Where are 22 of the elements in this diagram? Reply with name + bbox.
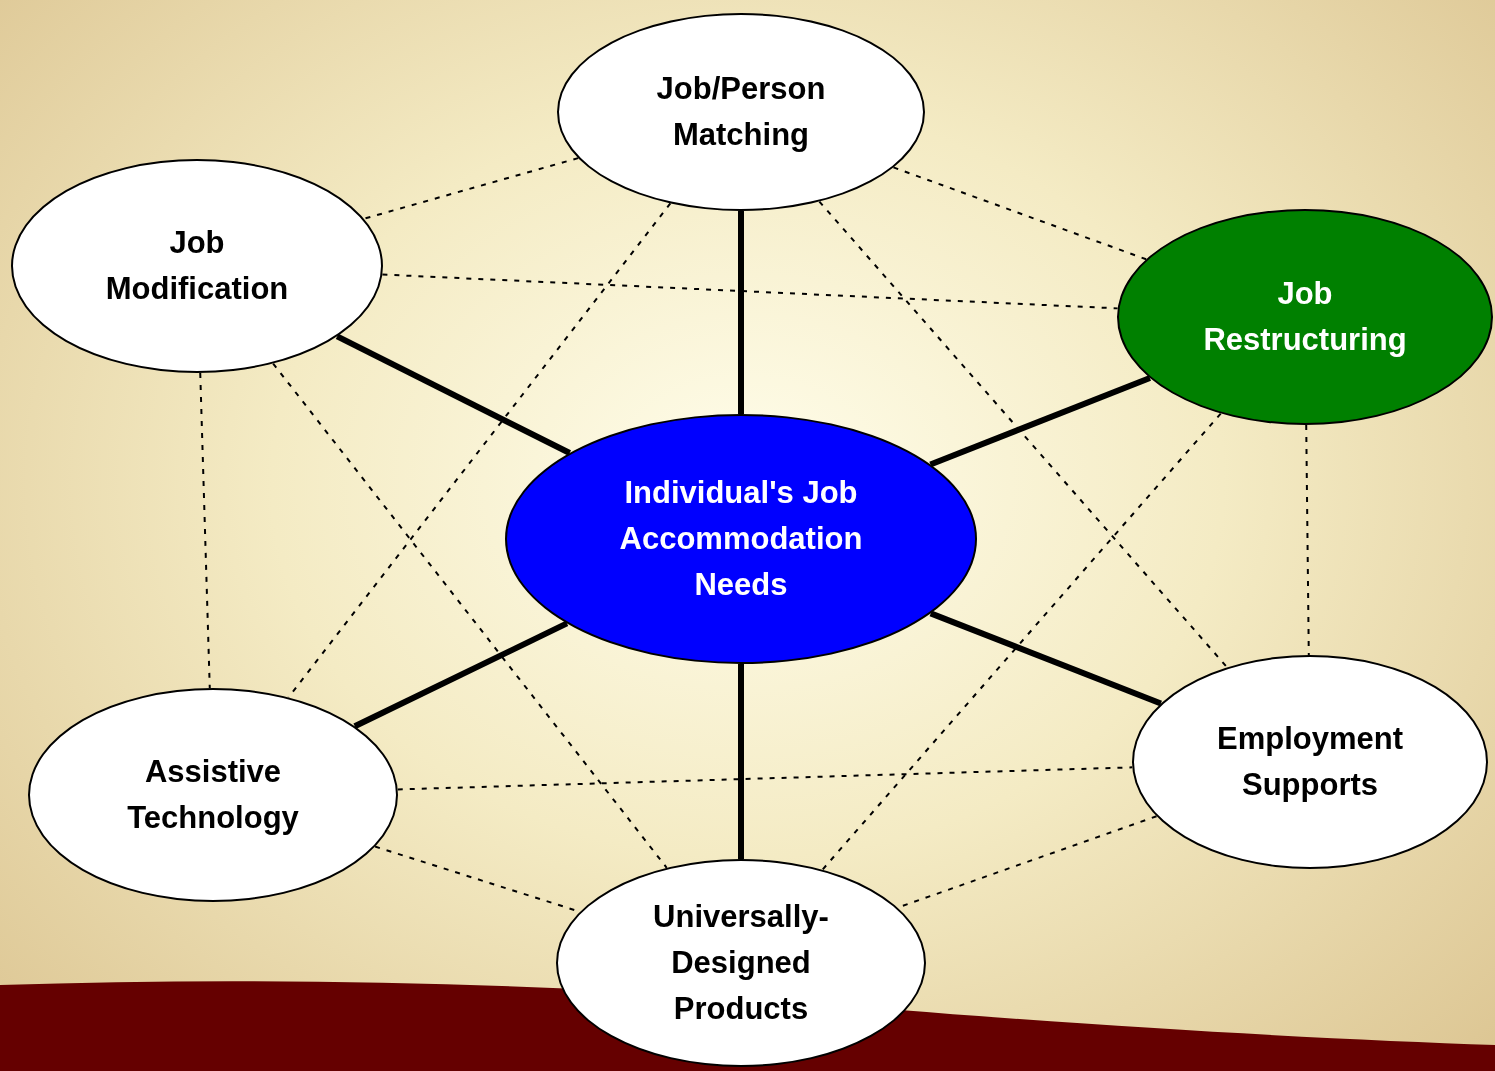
connector-line [335, 333, 572, 456]
dotted-line [892, 166, 1148, 261]
node-label: Employment Supports [1216, 720, 1404, 804]
dotted-line [818, 200, 1229, 669]
dotted-line [396, 766, 1134, 791]
dotted-line [272, 362, 668, 869]
dotted-line [362, 157, 580, 220]
dotted-line [1305, 424, 1310, 656]
node-label: Assistive Technology [126, 753, 300, 837]
node-label: Individual's Job Accommodation Needs [618, 474, 864, 604]
connector-line [353, 620, 569, 729]
node-label: Job Restructuring [1202, 275, 1408, 359]
node-label: Job Modification [104, 224, 290, 308]
node-label: Universally-Designed Products [652, 898, 830, 1028]
connector-line [929, 375, 1151, 468]
node-label: Job/Person Matching [655, 70, 827, 154]
dotted-line [381, 273, 1119, 310]
connector-line [929, 610, 1162, 707]
dotted-line [821, 412, 1222, 871]
dotted-line [199, 372, 211, 689]
connector-line [738, 211, 744, 414]
connector-line [738, 664, 744, 859]
